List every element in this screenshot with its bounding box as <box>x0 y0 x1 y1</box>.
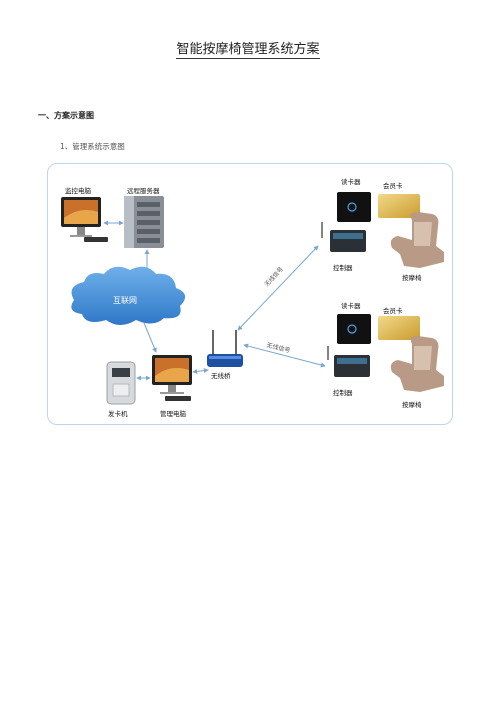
controller-1-label: 控制器 <box>333 264 353 272</box>
mgmt-pc-label: 管理电脑 <box>160 410 186 418</box>
massage-chair-1-icon <box>390 212 444 268</box>
card-issuer-label: 发卡机 <box>108 410 128 418</box>
mgmt-pc-icon <box>152 355 192 401</box>
section-heading: 一、方案示意图 <box>38 111 94 120</box>
wireless-bridge-icon <box>207 330 243 367</box>
internet-label: 互联网 <box>113 296 137 305</box>
link-bridge-ctrl2 <box>243 343 326 368</box>
server-icon <box>124 196 164 248</box>
internet-cloud-icon <box>71 266 186 325</box>
member-card-2-label: 会员卡 <box>383 307 403 315</box>
title-text: 智能按摩椅管理系统方案 <box>176 42 320 59</box>
monitor-pc-icon <box>61 197 108 242</box>
reader-2-label: 读卡器 <box>341 302 361 310</box>
controller-1-icon <box>321 222 366 252</box>
link-bridge-ctrl1 <box>237 245 319 331</box>
chair-1-label: 按摩椅 <box>402 274 422 282</box>
controller-2-label: 控制器 <box>333 389 353 397</box>
document-title: 智能按摩椅管理系统方案 <box>0 38 496 59</box>
link-mgmtpc-bridge <box>192 368 209 374</box>
reader-1-label: 读卡器 <box>341 178 361 186</box>
link-cloud-mgmtpc <box>141 317 157 353</box>
member-card-1-label: 会员卡 <box>383 182 403 190</box>
chair-2-label: 按摩椅 <box>402 401 422 409</box>
controller-2-icon <box>327 346 370 377</box>
card-issuer-icon <box>106 361 136 405</box>
card-reader-1-icon <box>337 192 371 222</box>
monitor-pc-label: 监控电脑 <box>65 187 91 195</box>
massage-chair-2-icon <box>390 336 444 392</box>
member-card-1-icon <box>378 194 420 218</box>
subsection-heading: 1、管理系统示意图 <box>60 142 125 151</box>
remote-server-label: 远程服务器 <box>127 187 160 195</box>
card-reader-2-icon <box>337 314 371 344</box>
member-card-2-icon <box>378 316 420 340</box>
wireless-bridge-label: 无线桥 <box>211 372 231 380</box>
